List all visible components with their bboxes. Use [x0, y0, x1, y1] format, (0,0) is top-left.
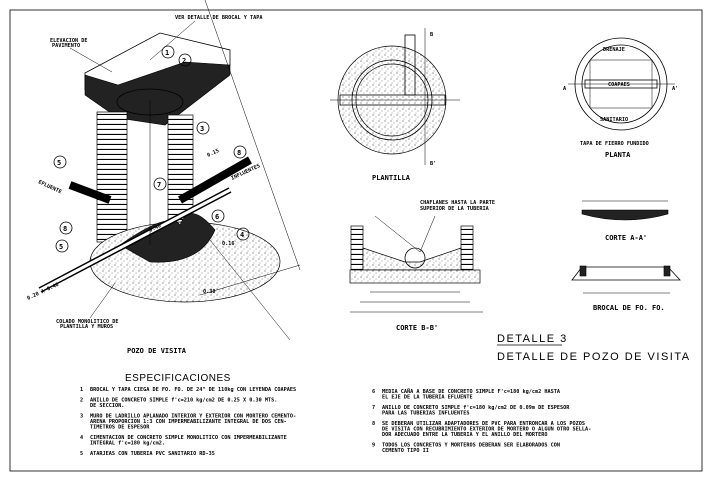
- spec-number: 3: [80, 414, 83, 420]
- detalle-title: DETALLE DE POZO DE VISITA: [497, 351, 691, 363]
- spec-line: DE SECCION.: [90, 403, 124, 409]
- label-colado-1: COLADO MONOLITICO DE: [56, 319, 118, 325]
- caption-corte-aa: CORTE A-A': [605, 234, 647, 242]
- section-b-bottom: B': [430, 161, 436, 167]
- spec-number: 7: [372, 405, 375, 411]
- brocal-ring: [84, 61, 231, 126]
- spec-line: MURO DE LADRILLO APLANADO INTERIOR Y EXT…: [90, 414, 296, 420]
- spec-line: SE DEBERAN UTILIZAR ADAPTADORES DE PVC P…: [382, 421, 585, 427]
- label-ver-detalle: VER DETALLE DE BROCAL Y TAPA: [175, 15, 263, 21]
- label-dim-015: 0.15: [206, 148, 220, 159]
- callout-2: 2: [182, 57, 186, 65]
- influente-pipe-right: [178, 156, 252, 204]
- label-elevacion-1: ELEVACION DE: [50, 38, 87, 44]
- label-dim-030: 0.30: [203, 289, 216, 295]
- tapa-plan: [568, 37, 675, 131]
- spec-line: TIMETROS DE ESPESOR: [90, 425, 150, 431]
- caption-tapa: TAPA DE FIERRO FUNDIDO: [580, 141, 649, 147]
- brocal-section: [571, 265, 681, 294]
- label-dim-016: 0.16: [222, 241, 235, 247]
- callouts: 1 2 3 4 5 5 6 7 8 8: [53, 45, 250, 253]
- caption-plantilla: PLANTILLA: [372, 174, 411, 182]
- spec-number: 8: [372, 421, 375, 427]
- spec-line: DE VISITA CON RECUBRIMIENTO EXTERIOR DE …: [382, 427, 591, 433]
- caption-corte-bb: CORTE B-B': [396, 324, 438, 332]
- caption-planta: PLANTA: [605, 151, 631, 159]
- label-pendiente: 0.20 A 0.40: [26, 282, 60, 302]
- spec-line: BROCAL Y TAPA CIEGA DE FO. FO. DE 24" DE…: [90, 387, 296, 393]
- spec-line: ANILLO DE CONCRETO SIMPLE f'c=180 kg/cm2…: [382, 405, 570, 411]
- callout-8b: 8: [237, 149, 241, 157]
- section-a-right: A': [672, 86, 678, 92]
- wall-left: [96, 111, 128, 243]
- tapa-label-coapaes: COAPAES: [608, 82, 630, 88]
- specs-list: 1 BROCAL Y TAPA CIEGA DE FO. FO. DE 24" D…: [80, 387, 591, 457]
- section-a-left: A: [563, 86, 567, 92]
- spec-line: ANILLO DE CONCRETO SIMPLE f'c=210 kg/cm2…: [90, 398, 277, 404]
- spec-line: TODOS LOS CONCRETOS Y MORTEROS DEBERAN S…: [382, 443, 560, 449]
- sheet-frame: [9, 9, 703, 472]
- spec-number: 1: [80, 387, 83, 393]
- callout-1: 1: [165, 49, 169, 57]
- spec-line: EL EJE DE LA TUBERIA EFLUENTE: [382, 395, 473, 401]
- callout-5b: 5: [59, 243, 63, 251]
- label-colado-2: PLANTILLA Y MUROS: [60, 324, 113, 330]
- influente-pipe-left: [68, 181, 112, 204]
- callout-3: 3: [200, 125, 204, 133]
- label-efluente: EFLUENTE: [37, 179, 62, 195]
- label-chaflanes-2: SUPERIOR DE LA TUBERIA: [420, 206, 490, 212]
- corte-aa-section: [581, 200, 669, 221]
- spec-line: CIMENTACION DE CONCRETO SIMPLE MONOLITIC…: [90, 435, 287, 441]
- spec-number: 9: [372, 443, 375, 449]
- callout-6: 6: [215, 213, 219, 221]
- caption-pozo-de-visita: POZO DE VISITA: [127, 347, 187, 355]
- label-dim-040: 0.40: [148, 223, 162, 234]
- tapa-label-drenaje: DRENAJE: [603, 47, 625, 53]
- spec-line: CEMENTO TIPO II: [382, 448, 429, 454]
- detalle-number: DETALLE 3: [497, 333, 568, 345]
- spec-line: ATARJEAS CON TUBERIA PVC SANITARIO RD-35: [90, 451, 215, 457]
- callout-8: 8: [63, 225, 67, 233]
- plantilla-plan: [330, 28, 460, 165]
- caption-brocal: BROCAL DE FO. FO.: [593, 304, 665, 312]
- callout-7: 7: [157, 181, 161, 189]
- spec-number: 4: [80, 435, 83, 441]
- spec-line: INTEGRAL f'c=180 kg/cm2.: [90, 441, 165, 447]
- spec-number: 2: [80, 398, 83, 404]
- section-b-top: B: [430, 32, 433, 38]
- label-elevacion-2: PAVIMENTO: [52, 43, 80, 49]
- callout-5: 5: [57, 159, 61, 167]
- spec-number: 6: [372, 389, 375, 395]
- spec-line: PARA LAS TUBERIAS INFLUENTES: [382, 411, 469, 417]
- tapa-label-sanitario: SANITARIO: [600, 117, 628, 123]
- spec-line: MEDIA CAÑA A BASE DE CONCRETO SIMPLE F'c…: [382, 388, 561, 395]
- corte-bb-section: [349, 215, 483, 313]
- spec-number: 5: [80, 451, 83, 457]
- spec-line: ARENA PROPORCION 1:3 CON IMPERMEABILIZAN…: [90, 419, 287, 425]
- spec-line: DOR ADECUADO ENTRE LA TUBERIA Y EL ANILL…: [382, 432, 548, 438]
- label-chaflanes-1: CHAFLANES HASTA LA PARTE: [420, 200, 495, 206]
- media-cana: [119, 213, 216, 263]
- pozo-isometric: [38, 0, 301, 341]
- callout-4: 4: [240, 231, 244, 239]
- specs-title: ESPECIFICACIONES: [125, 373, 231, 384]
